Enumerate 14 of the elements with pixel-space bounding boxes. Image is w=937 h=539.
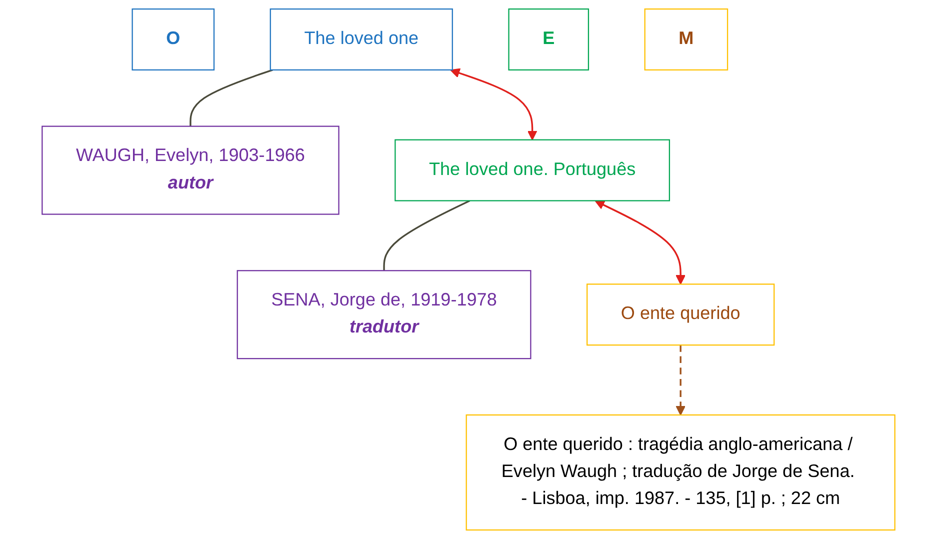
arrow bbox=[676, 345, 686, 416]
node-box: SENA, Jorge de, 1919-1978 tradutor bbox=[236, 270, 532, 360]
node-box: O bbox=[132, 8, 215, 70]
node-box: The loved one. Português bbox=[394, 139, 670, 202]
node-box: O ente querido : tragédia anglo-americana / Evelyn Waugh ; tradução de Jorge de Sena. - Lisboa, imp. 1987. - 135, [1] p. ; 22 cm bbox=[466, 414, 896, 531]
connector bbox=[190, 69, 273, 126]
connector bbox=[383, 200, 470, 271]
node-box: WAUGH, Evelyn, 1903-1966 autor bbox=[42, 126, 340, 215]
node-box: The loved one bbox=[270, 8, 453, 70]
node-box: O ente querido bbox=[586, 284, 775, 346]
arrow bbox=[594, 200, 686, 285]
arrow bbox=[450, 68, 538, 140]
node-box: M bbox=[644, 8, 728, 70]
node-box: E bbox=[508, 8, 590, 70]
